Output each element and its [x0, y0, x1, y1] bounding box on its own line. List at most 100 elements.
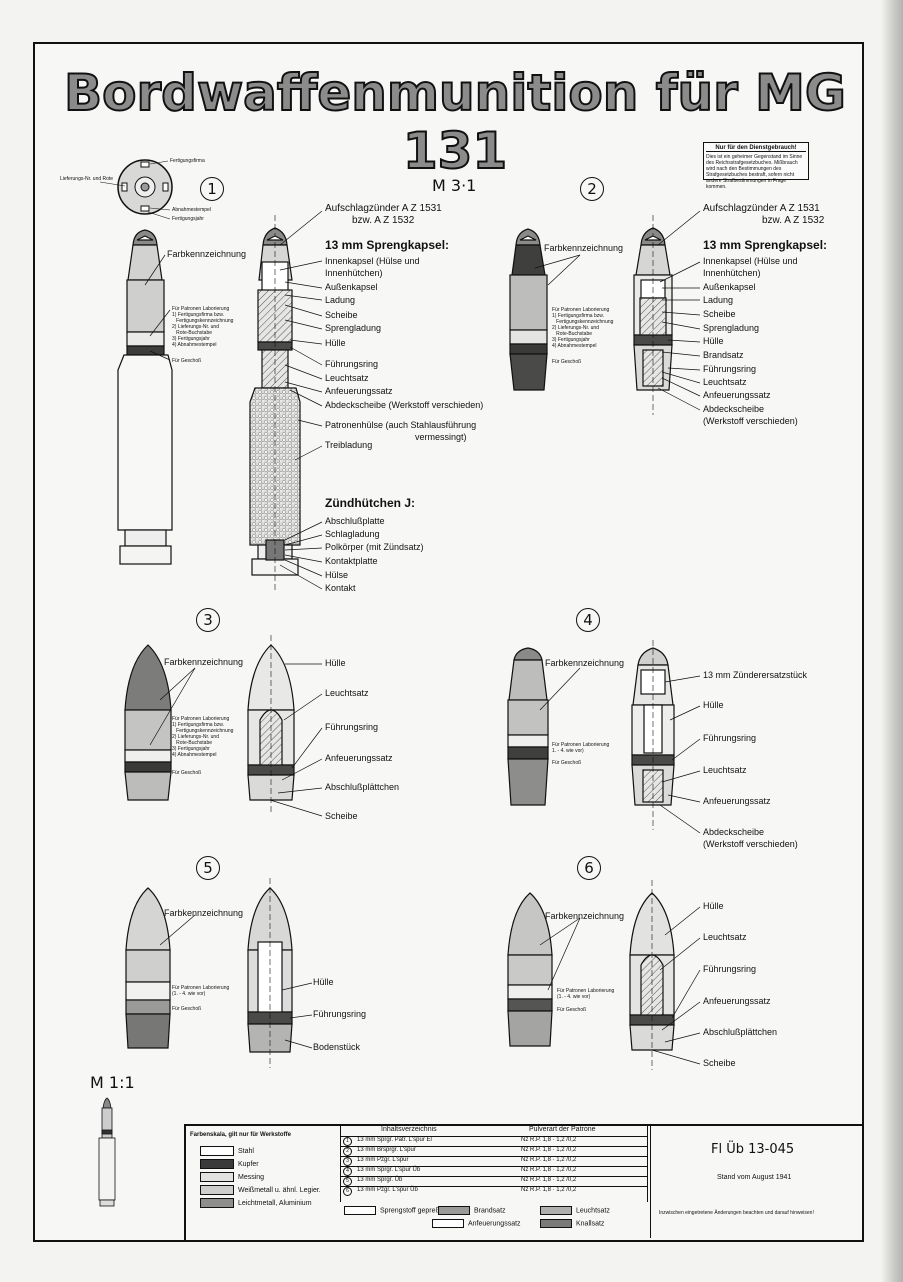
fig1-primer-part: Hülse	[325, 570, 349, 580]
fig2-part: Hülle	[703, 336, 724, 346]
fig3-part: Anfeuerungssatz	[325, 753, 393, 763]
fig4-part: 13 mm Zünderersatzstück	[703, 670, 808, 680]
fig1-fuse-label: Aufschlagzünder A Z 1531	[325, 203, 442, 214]
fig3-part: Abschlußplättchen	[325, 782, 400, 792]
scale-label-small: M 1:1	[90, 1073, 135, 1092]
fig4-part: Leuchtsatz	[703, 765, 747, 775]
restricted-notice: Nur für den Dienstgebrauch! Dies ist ein…	[703, 142, 809, 190]
fig3-projectile-label: Für Geschoß	[172, 770, 202, 776]
figure-number-1: 1	[200, 177, 224, 201]
fig1-color-code-label: Farbkennzeichnung	[167, 249, 247, 259]
fig6-projectile-label: Für Geschoß	[557, 1007, 587, 1013]
row-name: 13 mm Sprgr. Üb	[357, 1177, 403, 1183]
fig1-primer-heading: Zündhütchen J:	[325, 496, 415, 510]
legend-swatch-copper	[200, 1159, 234, 1169]
fig2-part: Sprengladung	[703, 323, 760, 333]
fig5-projectile-exterior	[125, 887, 171, 1049]
legend-block: Farbenskala, gilt nur für Werkstoffe Sta…	[184, 1124, 862, 1240]
row-powder: Nz R.P. 1,8 · 1,2 /0,2	[521, 1137, 577, 1143]
fig4-projectile-label: Für Geschoß	[552, 760, 582, 766]
row-number: 4	[343, 1167, 352, 1176]
fig4-lab-label: Für Patronen Laborierung 1. - 4. wie vor…	[552, 742, 610, 754]
fig5-color-code-label: Farbkennzeichnung	[164, 908, 244, 918]
legend-item-label: Weißmetall u. ähnl. Legier.	[238, 1186, 321, 1194]
leader-lines	[144, 210, 701, 1065]
fig1-part: Abdeckscheibe (Werkstoff verschieden)	[325, 400, 484, 410]
fig2-part: Außenkapsel	[703, 282, 756, 292]
fig1-part: Außenkapsel	[325, 282, 378, 292]
page-title: Bordwaffenmunition für MG 131	[63, 63, 847, 181]
contents-table: Inhaltsverzeichnis Pulverart der Patrone…	[340, 1124, 648, 1202]
fig4-projectile-section	[631, 640, 675, 830]
fig1-part: Führungsring	[325, 359, 379, 369]
fig1-part: Patronenhülse (auch Stahlausführung	[325, 420, 477, 430]
fig3-lab-label: Für Patronen Laborierung 1) Fertigungsfi…	[172, 716, 234, 758]
fill-swatch	[540, 1219, 572, 1228]
row-number: 5	[343, 1177, 352, 1186]
legend-swatch-steel	[200, 1146, 234, 1156]
fig6-part: Leuchtsatz	[703, 932, 747, 942]
fill-label: Brandsatz	[474, 1207, 506, 1215]
fig2-cartridge-exterior	[509, 228, 548, 391]
row-name: 13 mm Sprgr. Patr. L'spur El	[357, 1137, 432, 1143]
fig1-primer-part: Polkörper (mit Zündsatz)	[325, 542, 424, 552]
fig2-part: Innenhütchen)	[703, 268, 761, 278]
base-label-year: Fertigungsjahr	[172, 216, 204, 222]
fig1-cartridge-section	[249, 215, 301, 590]
fig3-part: Leuchtsatz	[325, 688, 369, 698]
fill-legend-item: Knallsatz	[540, 1219, 604, 1228]
row-powder: Nz R.P. 1,8 · 1,2 /0,2	[521, 1187, 577, 1193]
fig3-part: Scheibe	[325, 811, 358, 821]
fig3-part: Hülle	[325, 658, 346, 668]
fig2-part: Brandsatz	[703, 350, 744, 360]
fig5-part: Führungsring	[313, 1009, 367, 1019]
fig4-part: Führungsring	[703, 733, 757, 743]
legend-swatch-brass	[200, 1172, 234, 1182]
fig2-fuse-alt-label: bzw. A Z 1532	[762, 215, 825, 226]
fig4-part: Anfeuerungssatz	[703, 796, 771, 806]
powder-heading: Pulverart der Patrone	[529, 1126, 596, 1133]
fill-swatch	[540, 1206, 572, 1215]
fig1-part: Innenhütchen)	[325, 268, 383, 278]
row-name: 13 mm Sprgr. L'spur Üb	[357, 1167, 421, 1173]
fig1-part: Ladung	[325, 295, 356, 305]
row-number: 6	[343, 1187, 352, 1196]
fig1-primer-part: Abschlußplatte	[325, 516, 385, 526]
row-number: 3	[343, 1157, 352, 1166]
document-id: Fl Üb 13-045	[711, 1142, 795, 1157]
legend-item-label: Leichtmetall, Aluminium	[238, 1199, 312, 1207]
fig4-color-code-label: Farbkennzeichnung	[545, 658, 625, 668]
fig1-part: vermessingt)	[415, 432, 467, 442]
fig3-part: Führungsring	[325, 722, 379, 732]
row-name: 13 mm Pzgr. L'spur Üb	[357, 1187, 418, 1193]
fig1-part: Treibladung	[325, 440, 373, 450]
legend-item: Kupfer	[200, 1159, 259, 1169]
fig1-primer-part: Kontaktplatte	[325, 556, 378, 566]
fig1-primer-part: Schlagladung	[325, 529, 380, 539]
document-date: Stand vom August 1941	[717, 1174, 792, 1181]
document-id-block: Fl Üb 13-045 Stand vom August 1941 Inzwi…	[650, 1124, 861, 1238]
fig2-detonator-heading: 13 mm Sprengkapsel:	[703, 238, 828, 252]
cartridge-base-view	[99, 159, 173, 220]
fill-swatch	[432, 1219, 464, 1228]
row-number: 2	[343, 1147, 352, 1156]
row-powder: Nz R.P. 1,8 · 1,2 /0,2	[521, 1157, 577, 1163]
row-number: 1	[343, 1137, 352, 1146]
paper-edge	[881, 0, 903, 1282]
fig1-detonator-heading: 13 mm Sprengkapsel:	[325, 238, 450, 252]
table-row: 1 13 mm Sprgr. Patr. L'spur El Nz R.P. 1,8…	[341, 1136, 647, 1146]
fig4-part: (Werkstoff verschieden)	[703, 839, 798, 849]
fig4-projectile-exterior	[507, 647, 549, 806]
legend-swatch-lightmetal	[200, 1198, 234, 1208]
fig4-part: Hülle	[703, 700, 724, 710]
figure-number-3: 3	[196, 608, 220, 632]
fig5-part: Hülle	[313, 977, 334, 987]
fig3-color-code-label: Farbkennzeichnung	[164, 657, 244, 667]
fig5-lab-label: Für Patronen Laborierung (1. - 4. wie vo…	[172, 985, 230, 997]
fill-legend-item: Anfeuerungssatz	[432, 1219, 521, 1228]
fig4-part: Abdeckscheibe	[703, 827, 765, 837]
